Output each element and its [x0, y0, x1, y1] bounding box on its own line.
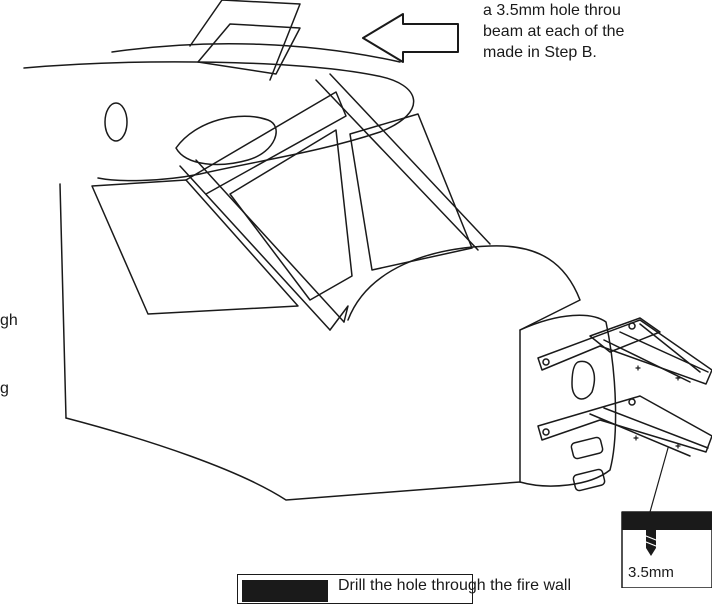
firewall-hole-oval	[571, 360, 596, 400]
drill-leader	[649, 447, 669, 513]
upper-beam-bolt	[542, 358, 550, 366]
wing-outline	[23, 61, 415, 182]
wing-strut-rear	[315, 73, 491, 251]
lower-engine-beam	[537, 395, 712, 453]
note-text: Drill the hole through the fire wall	[338, 577, 572, 594]
note-box: Drill the hole through the fire wall	[237, 574, 571, 604]
cabin-window-frame	[185, 91, 347, 195]
drill-size-label: 3.5mm	[628, 564, 674, 581]
cut-text-fragment-lower: g	[0, 380, 9, 397]
firewall-slot-top	[570, 436, 604, 460]
drill-marks	[633, 365, 681, 449]
wing-top-edge	[111, 42, 401, 63]
note-marker-bar	[242, 580, 328, 602]
lower-beam-bolt	[542, 428, 550, 436]
firewall-plate	[519, 314, 617, 487]
wing-window	[197, 23, 301, 75]
cabin-window-rear	[229, 129, 353, 301]
fuselage-bottom	[65, 417, 521, 501]
step-instruction: a 3.5mm hole throu beam at each of the m…	[483, 0, 624, 63]
upper-beam-bolt-right	[628, 322, 636, 330]
upper-beam-cross	[589, 317, 709, 383]
drill-bit-flutes	[645, 535, 657, 547]
wing-fillet	[175, 115, 277, 166]
lower-beam-cross	[589, 407, 709, 457]
strut-joint	[329, 305, 349, 331]
upper-engine-beam	[537, 319, 712, 385]
instruction-line-3: made in Step B.	[483, 44, 597, 61]
instruction-line-1: a 3.5mm hole throu	[483, 2, 621, 19]
firewall-slot-bottom	[572, 468, 606, 492]
cut-text-fragment-upper: gh	[0, 312, 18, 329]
wing-strut-front	[179, 159, 345, 331]
cabin-window-front	[91, 179, 299, 315]
fuselage-nose-cowl	[347, 245, 581, 483]
side-oval-window	[104, 102, 128, 142]
fuselage-side	[59, 183, 67, 419]
direction-arrow	[362, 13, 459, 63]
wing-hatch	[189, 0, 301, 81]
instruction-line-2: beam at each of the	[483, 23, 625, 40]
cabin-window-rear-inner	[349, 113, 473, 271]
drill-callout-band	[622, 512, 712, 530]
fuselage-assembly-illustration	[23, 0, 712, 588]
lower-beam-bolt-right	[628, 398, 636, 406]
